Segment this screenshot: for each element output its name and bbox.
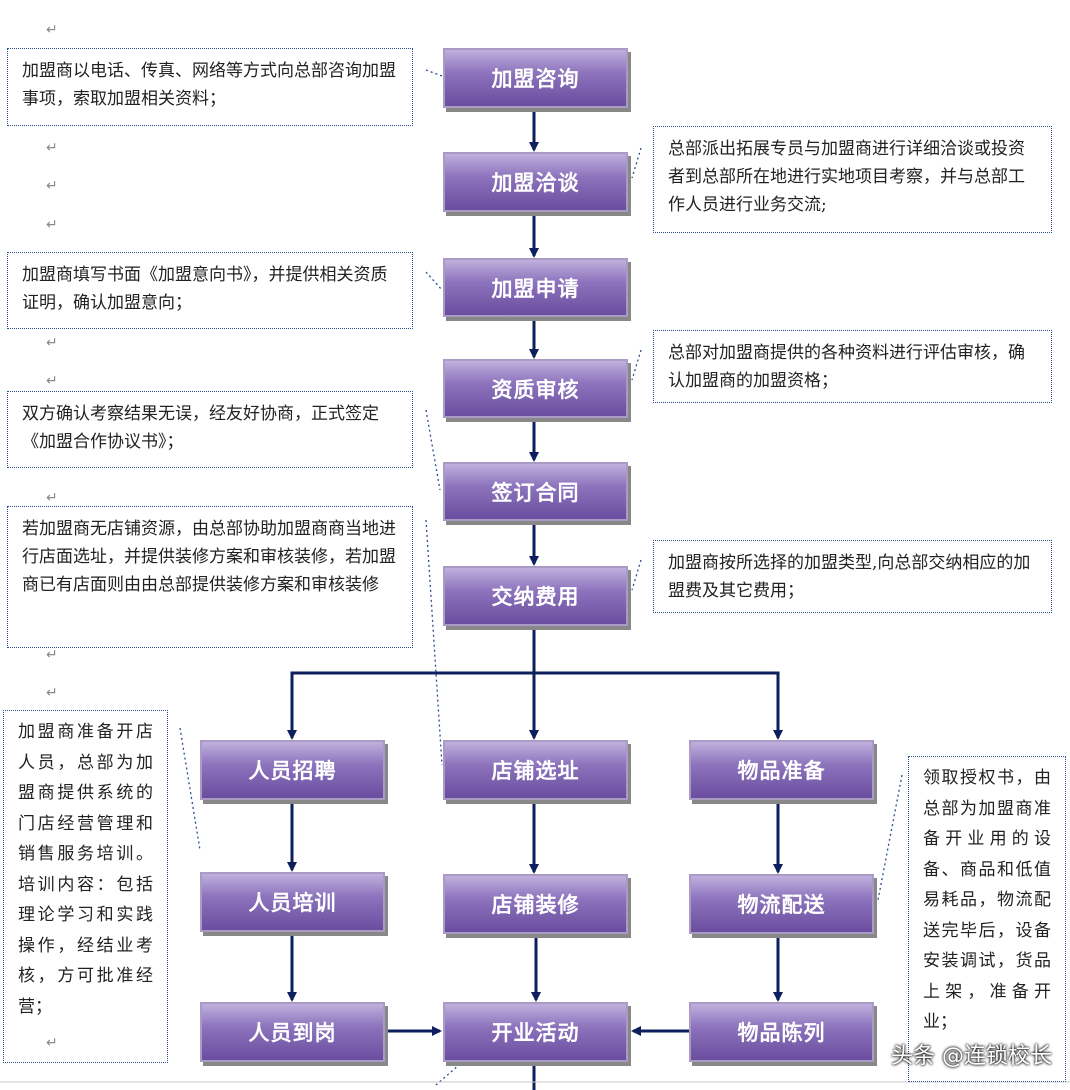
return-mark: ↵	[46, 178, 58, 194]
step-fee: 交纳费用	[443, 566, 628, 626]
note-staff: 加盟商准备开店人员，总部为加盟商提供系统的门店经营管理和销售服务培训。培训内容：…	[3, 710, 168, 1063]
return-mark: ↵	[46, 140, 58, 156]
return-mark: ↵	[46, 217, 58, 233]
step-training: 人员培训	[200, 872, 385, 932]
return-mark: ↵	[46, 373, 58, 389]
note-negotiate: 总部派出拓展专员与加盟商进行详细洽谈或投资者到总部所在地进行实地项目考察，并与总…	[653, 126, 1052, 233]
step-consult: 加盟咨询	[443, 48, 628, 108]
step-recruit: 人员招聘	[200, 740, 385, 800]
note-apply: 加盟商填写书面《加盟意向书》，并提供相关资质证明，确认加盟意向；	[7, 252, 413, 329]
note-contract: 双方确认考察结果无误，经友好协商，正式签定《加盟合作协议书》；	[7, 391, 413, 468]
step-logistics: 物流配送	[689, 874, 874, 934]
step-onboard: 人员到岗	[200, 1002, 385, 1062]
return-mark: ↵	[46, 490, 58, 506]
note-consult: 加盟商以电话、传真、网络等方式向总部咨询加盟事项，索取加盟相关资料；	[7, 48, 413, 126]
note-goods: 领取授权书，由总部为加盟商准备开业用的设备、商品和低值易耗品，物流配送完毕后，设…	[908, 756, 1066, 1082]
step-opening: 开业活动	[443, 1002, 628, 1062]
note-review: 总部对加盟商提供的各种资料进行评估审核，确认加盟商的加盟资格；	[653, 330, 1052, 403]
step-review: 资质审核	[443, 359, 628, 418]
watermark: 头条 @连锁校长	[891, 1044, 1052, 1069]
step-goods-prep: 物品准备	[689, 740, 874, 800]
return-mark: ↵	[46, 22, 58, 38]
step-display: 物品陈列	[689, 1002, 874, 1062]
return-mark: ↵	[46, 647, 58, 663]
return-mark: ↵	[46, 685, 58, 701]
note-fee: 加盟商按所选择的加盟类型,向总部交纳相应的加盟费及其它费用；	[653, 540, 1052, 613]
step-decoration: 店铺装修	[443, 874, 628, 934]
step-negotiate: 加盟洽谈	[443, 152, 628, 212]
step-site: 店铺选址	[443, 740, 628, 800]
return-mark: ↵	[46, 1035, 58, 1051]
return-mark: ↵	[46, 335, 58, 351]
step-apply: 加盟申请	[443, 258, 628, 317]
note-site: 若加盟商无店铺资源，由总部协助加盟商商当地进行店面选址，并提供装修方案和审核装修…	[7, 506, 413, 648]
step-contract: 签订合同	[443, 462, 628, 521]
